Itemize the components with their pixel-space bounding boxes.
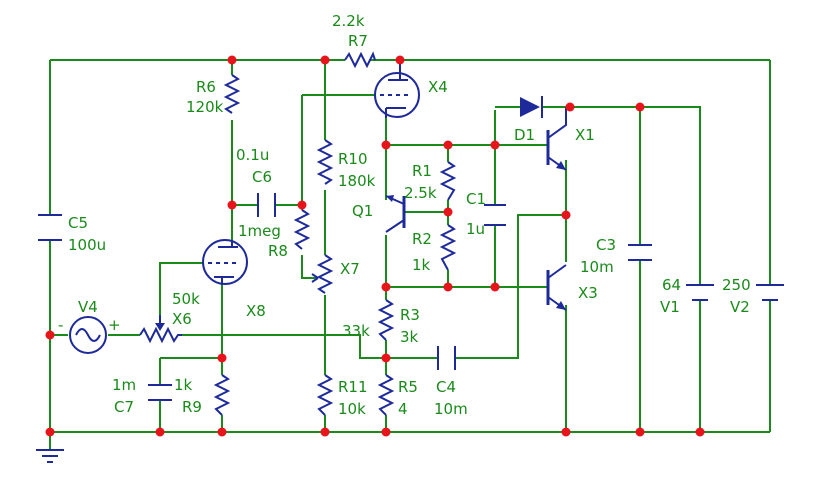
resistor-r2: [439, 224, 457, 271]
label-v4-minus: -: [58, 316, 63, 334]
label-x3-name: X3: [578, 284, 598, 302]
label-c3-name: C3: [596, 236, 616, 254]
potentiometer-x7: [316, 254, 334, 294]
capacitor-c4: [437, 346, 456, 370]
label-c3-value: 10m: [580, 258, 614, 276]
label-x6-name: X6: [172, 310, 192, 328]
capacitor-c5: [38, 214, 62, 241]
transistor-x3: [546, 264, 567, 311]
label-r3-value: 33k: [342, 322, 370, 340]
label-c6-value: 0.1u: [236, 146, 269, 164]
resistor-r8: [293, 209, 311, 250]
resistor-r9: [213, 374, 231, 416]
label-r9-value: 1k: [174, 376, 193, 394]
label-c7-value: 1m: [112, 376, 136, 394]
label-c6-name: C6: [252, 168, 272, 186]
label-r8-value: 1meg: [238, 222, 281, 240]
label-r1-name: R1: [412, 162, 432, 180]
labels: 2.2k R7 R6 120k X4 D1 X1 0.1u C6 R10 180…: [58, 12, 751, 418]
battery-v2: [756, 284, 784, 301]
wires: [49, 59, 771, 450]
label-x6-value: 50k: [172, 290, 200, 308]
label-r2-value: 1k: [412, 256, 431, 274]
label-r10-value: 180k: [338, 172, 376, 190]
label-x4-name: X4: [428, 78, 448, 96]
resistor-r1: [439, 161, 457, 201]
label-r9-name: R9: [182, 398, 202, 416]
label-r7-name: R7: [348, 32, 368, 50]
label-r6-name: R6: [196, 78, 216, 96]
capacitor-c7: [148, 384, 172, 401]
transistor-q1: [385, 195, 406, 233]
label-r2-name: R2: [412, 230, 432, 248]
label-r1-value: 2.5k: [404, 184, 437, 202]
label-x7-name: X7: [340, 260, 360, 278]
label-r3-name: R3: [400, 306, 420, 324]
junctions: [45, 55, 705, 437]
label-r5-value: 4: [398, 400, 408, 418]
resistor-r6: [223, 74, 241, 114]
label-c1-value: 1u: [466, 220, 485, 238]
label-c7-name: C7: [114, 398, 134, 416]
label-v1-value: 64: [662, 276, 681, 294]
transistor-x1: [546, 107, 567, 171]
label-x8-name: X8: [246, 302, 266, 320]
label-c4-value: 10m: [434, 400, 468, 418]
label-x1-name: X1: [575, 126, 595, 144]
capacitor-c6: [257, 193, 276, 217]
label-c5-value: 100u: [68, 236, 106, 254]
label-v2-name: V2: [730, 298, 750, 316]
label-r3-kval: 3k: [400, 328, 419, 346]
capacitor-c3: [628, 244, 652, 261]
label-v2-value: 250: [722, 276, 751, 294]
vacuum-tube-x8: [202, 239, 248, 285]
label-q1-name: Q1: [352, 202, 373, 220]
ground-symbol: [36, 449, 64, 463]
components: [36, 51, 784, 463]
resistor-r7: [344, 51, 376, 69]
label-r7-value: 2.2k: [332, 12, 365, 30]
capacitor-c1: [484, 204, 506, 226]
battery-v1: [686, 284, 714, 301]
label-r5-name: R5: [398, 378, 418, 396]
label-v4-plus: +: [108, 316, 121, 334]
potentiometer-x6: [139, 326, 182, 344]
label-c1-name: C1: [466, 190, 486, 208]
label-v1-name: V1: [660, 298, 680, 316]
label-r10-name: R10: [338, 150, 368, 168]
resistor-r3: [377, 299, 395, 341]
diode-d1: [520, 96, 543, 118]
label-d1-name: D1: [514, 126, 535, 144]
resistor-r10: [316, 139, 334, 185]
label-r6-value: 120k: [186, 98, 224, 116]
label-r11-name: R11: [338, 378, 368, 396]
resistor-r5: [377, 374, 395, 416]
label-c5-name: C5: [68, 214, 88, 232]
label-r8-name: R8: [268, 242, 288, 260]
resistor-r11: [316, 374, 334, 416]
label-v4-name: V4: [78, 298, 98, 316]
vacuum-tube-x4: [374, 60, 420, 118]
label-c4-name: C4: [436, 378, 456, 396]
label-r11-value: 10k: [338, 400, 366, 418]
ac-source-v4: [69, 316, 107, 354]
